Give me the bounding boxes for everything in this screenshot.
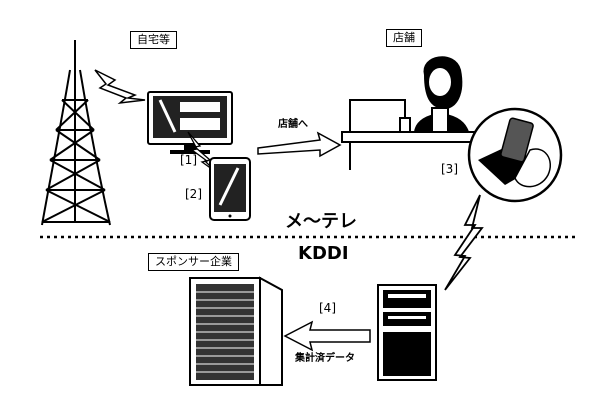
step-1-label: [1]: [180, 153, 197, 167]
store-label: 店舗: [386, 29, 422, 47]
sponsor-building-icon: [189, 276, 283, 386]
server-icon: [377, 284, 437, 381]
step-4-label: [4]: [319, 301, 336, 315]
aggregate-label: 集計済データ: [295, 353, 355, 364]
card-reader-zoom-icon: [467, 107, 563, 203]
step-3-label: [3]: [441, 162, 458, 176]
arrow-to-sponsor: [283, 320, 371, 352]
monitor-icon: [147, 91, 233, 154]
kddi-label: KDDI: [298, 243, 349, 264]
data-bolt-icon: [444, 194, 484, 291]
tablet-icon: [209, 157, 251, 221]
to-store-label: 店舗へ: [278, 119, 308, 130]
store-clerk-icon: [341, 56, 478, 170]
mete-label: メ〜テレ: [285, 211, 357, 232]
step-2-label: [2]: [185, 187, 202, 201]
arrow-to-store: [257, 131, 342, 158]
signal-bolt-icon: [94, 69, 146, 105]
home-label: 自宅等: [130, 31, 177, 49]
broadcast-tower-icon: [41, 40, 111, 226]
sponsor-label: スポンサー企業: [148, 253, 239, 271]
